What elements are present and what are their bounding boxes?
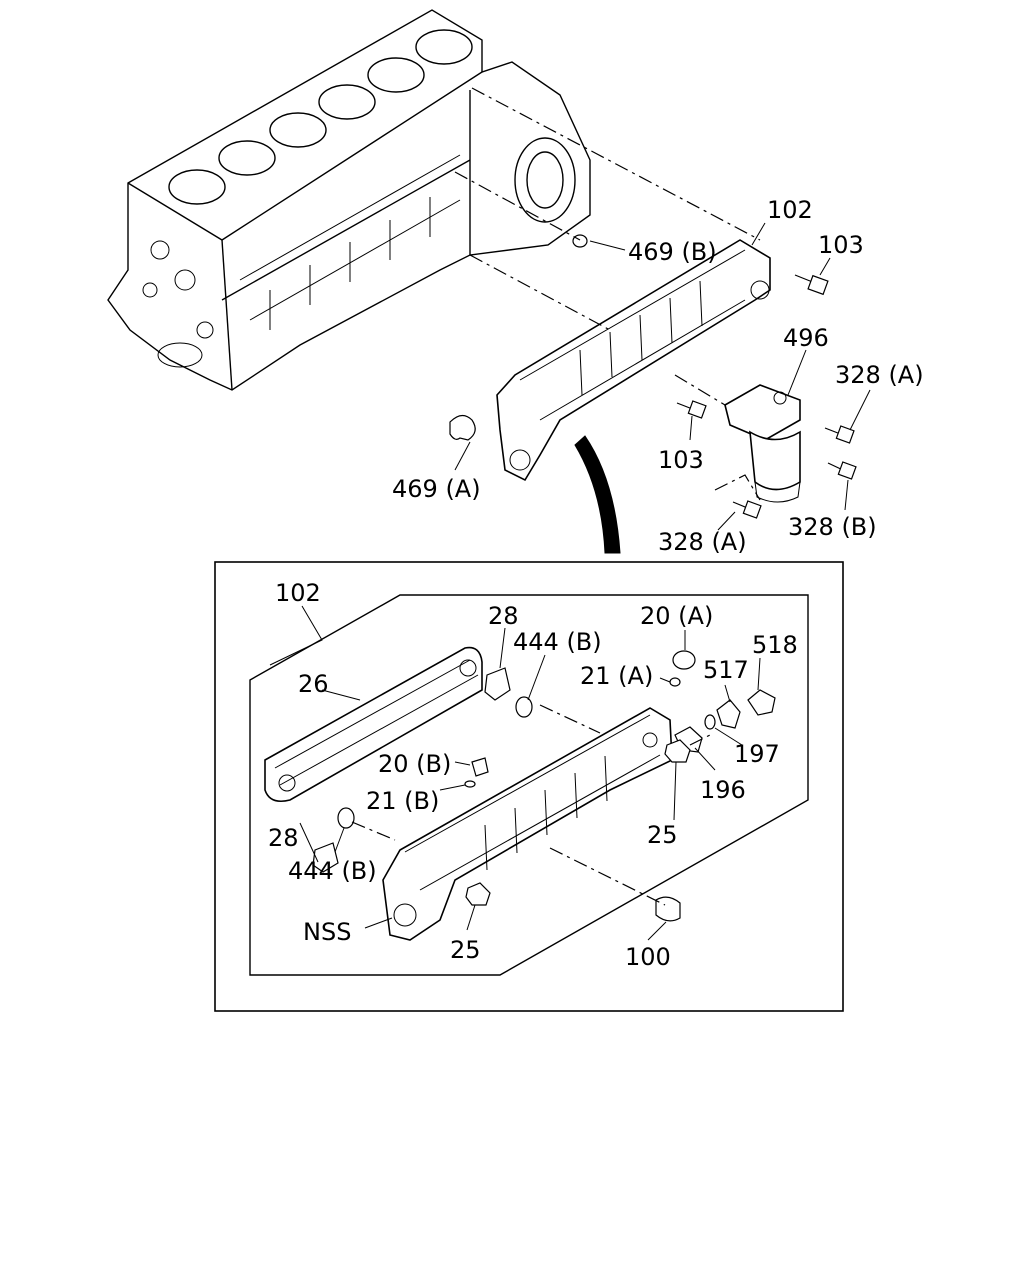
plug-20b bbox=[471, 757, 489, 777]
detail-alignment-line-c bbox=[549, 847, 666, 906]
label-444b-top: 444 (B) bbox=[513, 628, 602, 656]
label-517: 517 bbox=[703, 656, 749, 684]
detail-frame bbox=[214, 561, 844, 1012]
labels-top: 102 103 469 (B) 496 328 (A) 103 469 (A) … bbox=[392, 196, 924, 556]
leader-lines-detail bbox=[269, 605, 761, 941]
label-21a: 21 (A) bbox=[580, 662, 653, 690]
bolt-328a-bottom bbox=[732, 500, 762, 519]
bolt-103-lower bbox=[676, 400, 707, 419]
gasket-28-bottom bbox=[312, 842, 339, 873]
bolt-518 bbox=[747, 689, 776, 716]
label-444b-bottom: 444 (B) bbox=[288, 857, 377, 885]
alignment-line-b bbox=[454, 171, 581, 241]
engine-block bbox=[107, 9, 591, 391]
bolt-328a-right bbox=[824, 425, 855, 444]
label-103-lower: 103 bbox=[658, 446, 704, 474]
alignment-line-e bbox=[714, 474, 761, 501]
alignment-line-d bbox=[674, 374, 726, 406]
label-28-top: 28 bbox=[488, 602, 519, 630]
label-469a: 469 (A) bbox=[392, 475, 481, 503]
o-ring-444b-bottom bbox=[337, 807, 355, 829]
oil-filter bbox=[724, 384, 801, 503]
detail-alignment-line-a bbox=[539, 704, 601, 734]
detail-sub-frame bbox=[249, 594, 809, 976]
label-196: 196 bbox=[700, 776, 746, 804]
cooler-housing-nss bbox=[382, 707, 673, 941]
washer-21a bbox=[669, 677, 681, 687]
label-28-bottom: 28 bbox=[268, 824, 299, 852]
label-nss: NSS bbox=[303, 918, 351, 946]
plug-100 bbox=[655, 896, 681, 922]
label-518: 518 bbox=[752, 631, 798, 659]
plug-20a bbox=[672, 650, 696, 670]
nut-25-right bbox=[664, 739, 691, 763]
washer-21b bbox=[464, 780, 476, 788]
cooler-element-26 bbox=[264, 646, 483, 803]
label-detail-102: 102 bbox=[275, 579, 321, 607]
label-25-bottom: 25 bbox=[450, 936, 481, 964]
label-469b: 469 (B) bbox=[628, 238, 717, 266]
label-328a-right: 328 (A) bbox=[835, 361, 924, 389]
label-26: 26 bbox=[298, 670, 329, 698]
o-ring-469a bbox=[449, 414, 476, 441]
detail-alignment-line-d bbox=[689, 734, 711, 746]
label-103-upper: 103 bbox=[818, 231, 864, 259]
label-100: 100 bbox=[625, 943, 671, 971]
bolt-103-upper bbox=[794, 274, 829, 296]
alignment-line-a bbox=[471, 87, 761, 241]
label-197: 197 bbox=[734, 740, 780, 768]
label-496: 496 bbox=[783, 324, 829, 352]
label-25-right: 25 bbox=[647, 821, 678, 849]
o-ring-444b-top bbox=[515, 696, 533, 718]
label-21b: 21 (B) bbox=[366, 787, 439, 815]
washer-197 bbox=[704, 714, 716, 730]
nut-25-bottom bbox=[465, 882, 491, 906]
oil-cooler-assembly bbox=[496, 239, 771, 482]
label-102: 102 bbox=[767, 196, 813, 224]
bolt-328b bbox=[827, 461, 857, 480]
alignment-line-c bbox=[469, 254, 611, 331]
leader-lines-top bbox=[454, 222, 871, 531]
label-20b: 20 (B) bbox=[378, 750, 451, 778]
label-328b: 328 (B) bbox=[788, 513, 877, 541]
detail-arrow bbox=[574, 435, 621, 554]
gasket-28-top bbox=[484, 667, 511, 701]
label-328a-bottom: 328 (A) bbox=[658, 528, 747, 556]
labels-detail: 102 28 444 (B) 20 (A) 518 26 21 (A) 517 … bbox=[268, 579, 798, 971]
label-20a: 20 (A) bbox=[640, 602, 713, 630]
banjo-517 bbox=[716, 699, 741, 729]
detail-alignment-line-b bbox=[351, 821, 396, 841]
